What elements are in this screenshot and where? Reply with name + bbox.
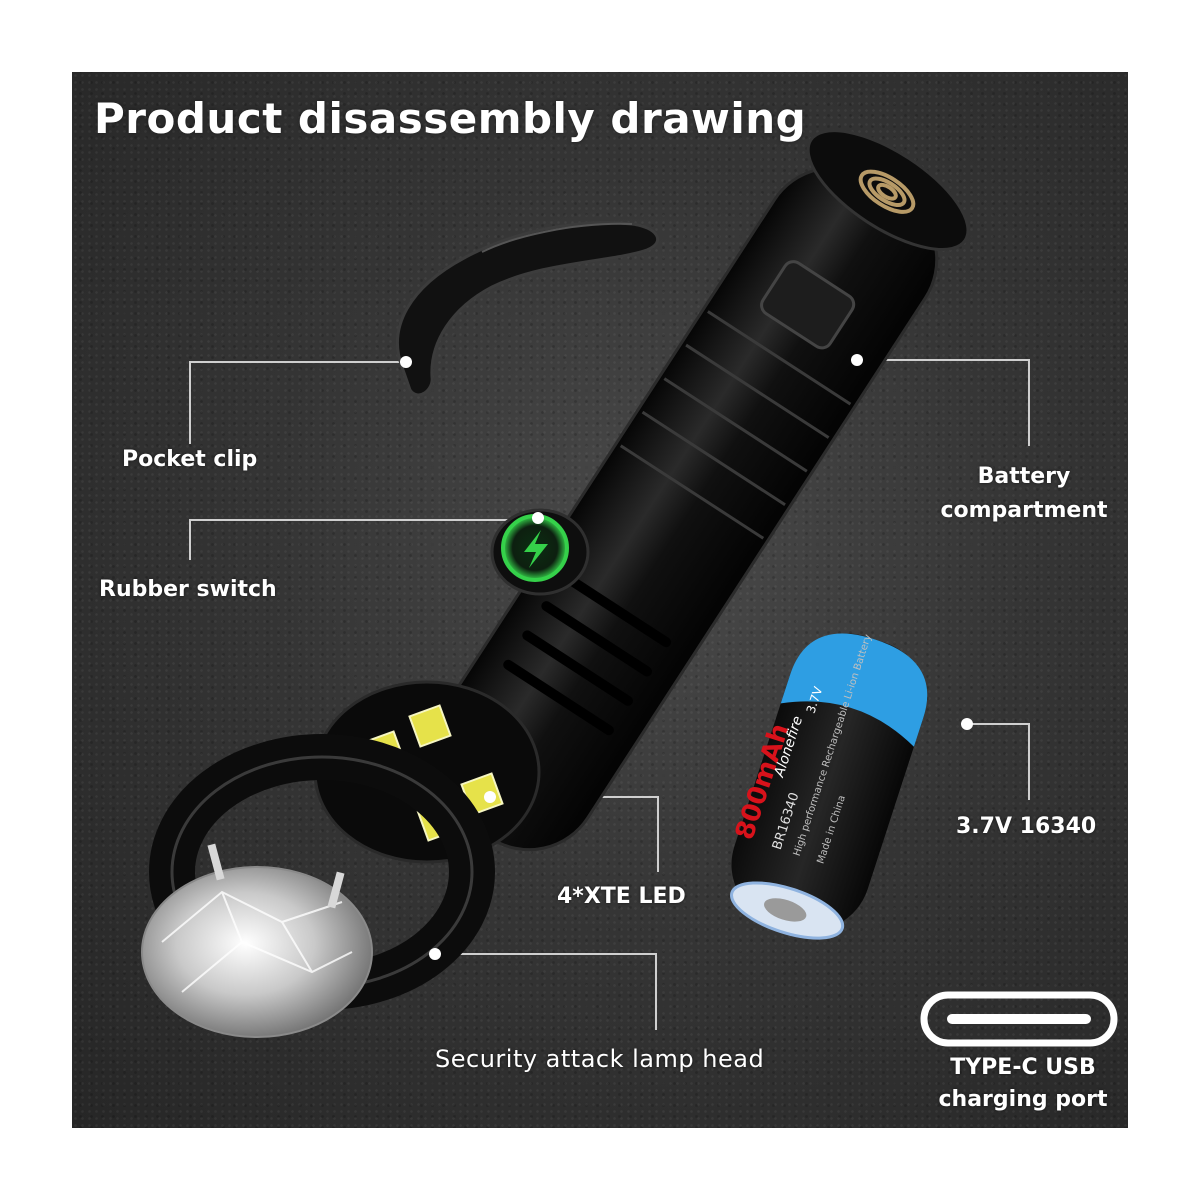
leader-battery-spec: [967, 723, 1030, 800]
label-usb-port: TYPE-C USB charging port: [938, 1055, 1108, 1112]
flashlight-illustration: 800mAh BR16340 High performance Recharge…: [141, 129, 1118, 1047]
led-2: [408, 704, 452, 748]
label-battery-spec: 3.7V 16340: [956, 814, 1097, 839]
leader-lines: [189, 359, 1030, 1030]
leader-lamp-head: [435, 953, 657, 1030]
label-led: 4*XTE LED: [557, 884, 686, 909]
clip-ring: [481, 222, 633, 253]
leader-pocket-clip: [189, 361, 406, 444]
battery-16340: 800mAh BR16340 High performance Recharge…: [730, 633, 928, 940]
leader-rubber-switch: [189, 519, 538, 560]
rubber-switch: [490, 508, 590, 596]
lightning-icon: [524, 530, 548, 568]
page-title: Product disassembly drawing: [94, 94, 807, 143]
tail-cap: [806, 129, 970, 251]
side-button: [760, 260, 856, 350]
product-diagram-panel: 800mAh BR16340 High performance Recharge…: [72, 72, 1128, 1128]
label-rubber-switch: Rubber switch: [99, 577, 277, 602]
crystal-attack-head: [141, 843, 373, 1038]
label-pocket-clip: Pocket clip: [122, 447, 258, 472]
label-battery-compartment: Battery compartment: [940, 464, 1108, 523]
usb-c-port-icon: [920, 991, 1118, 1047]
label-lamp-head: Security attack lamp head: [435, 1045, 765, 1073]
spring-contact-icon: [858, 169, 916, 214]
flashlight-body: [423, 129, 970, 852]
leader-battery: [857, 359, 1030, 446]
pocket-clip: [396, 221, 660, 397]
